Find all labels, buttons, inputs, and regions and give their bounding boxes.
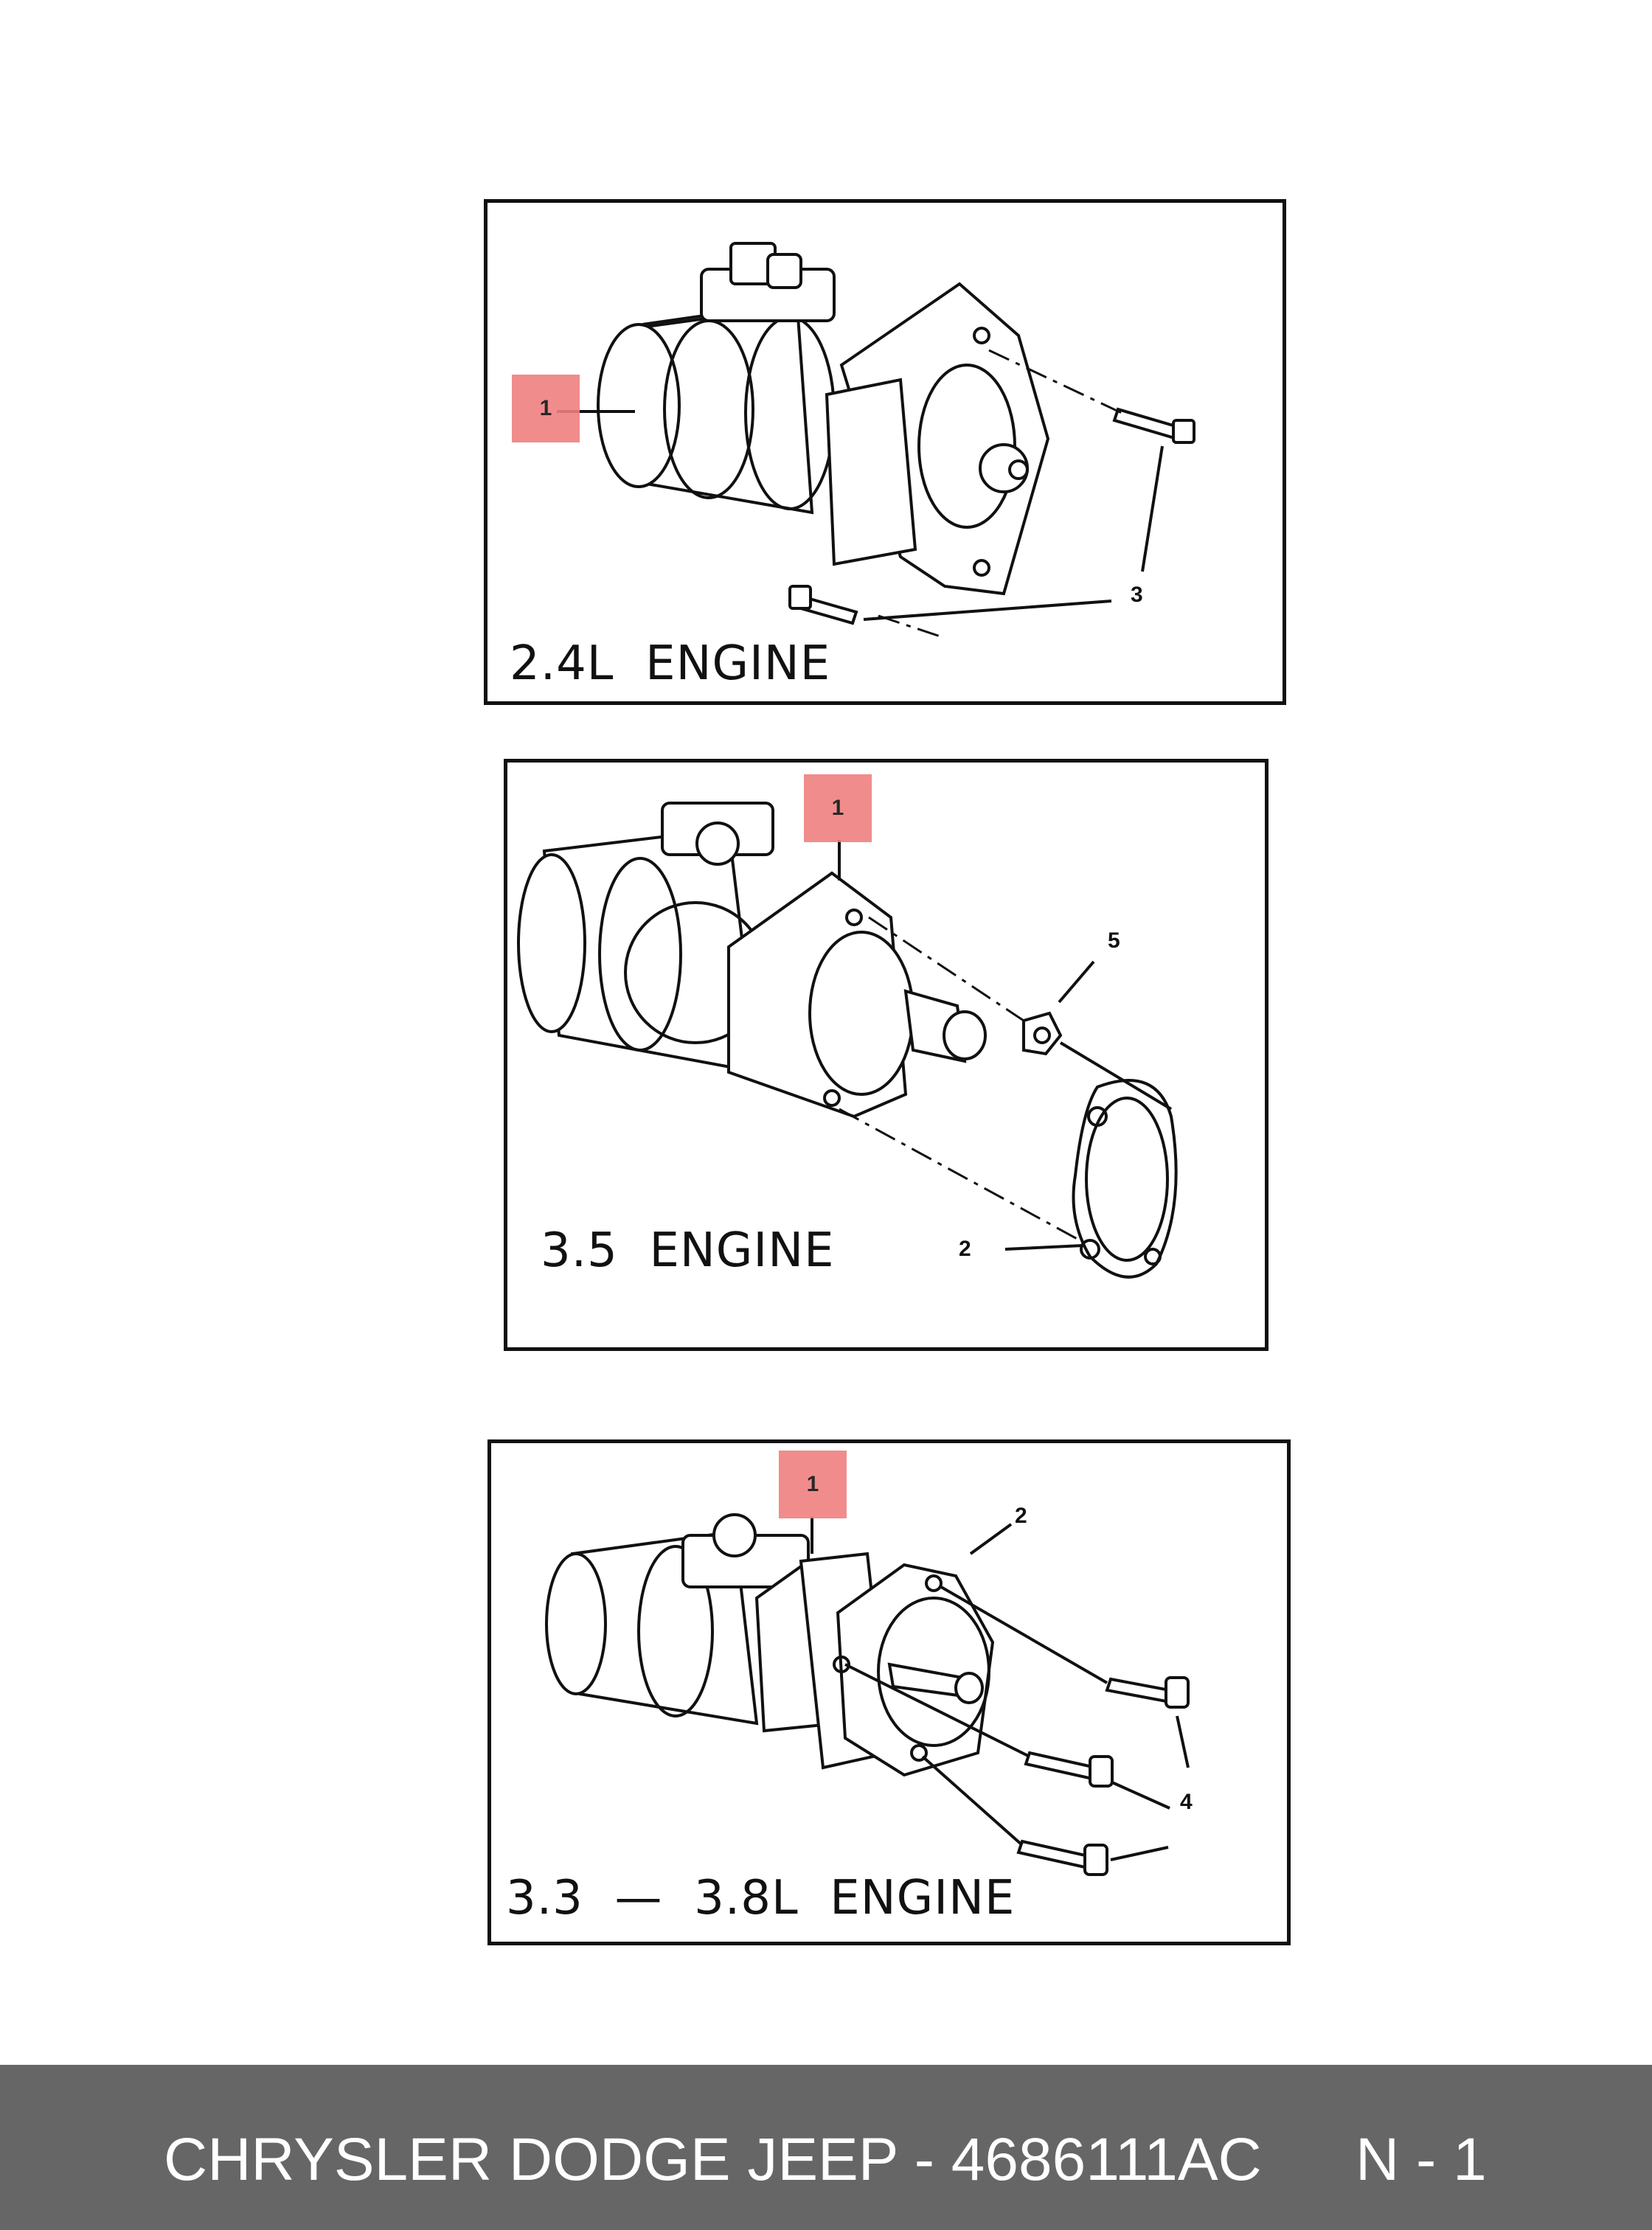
- footer-bar: CHRYSLER DODGE JEEP - 4686111AC N - 1: [0, 2065, 1652, 2230]
- footer-title: CHRYSLER DODGE JEEP - 4686111AC: [164, 2126, 1262, 2193]
- panel-caption: 3.5 ENGINE: [541, 1223, 835, 1278]
- callout-label: 4: [1180, 1790, 1193, 1814]
- callout-label: 1: [831, 796, 844, 820]
- panel-caption: 2.4L ENGINE: [510, 636, 831, 691]
- callout-label: 2: [959, 1237, 971, 1261]
- footer-page-number: N - 1: [1356, 2126, 1487, 2193]
- callout-label: 3: [1131, 583, 1143, 607]
- callout-1-highlight: 1: [804, 774, 872, 842]
- starter-illustration-3-5: [517, 802, 1178, 1279]
- panel-caption: 3.3 — 3.8L ENGINE: [506, 1871, 1016, 1925]
- diagram-panel-2-4l: 1 3 2.4L ENGINE: [484, 199, 1286, 705]
- callout-1-highlight: 1: [512, 375, 580, 442]
- starter-illustration-2-4l: [557, 242, 1195, 639]
- callout-1-highlight: 1: [779, 1451, 847, 1518]
- callout-label: 1: [539, 396, 552, 420]
- diagram-panel-3-5: 1 5 2 3.5 ENGINE: [504, 759, 1268, 1351]
- callout-label: 2: [1015, 1504, 1027, 1528]
- callout-label: 5: [1108, 928, 1120, 953]
- starter-illustration-3-3-3-8l: [545, 1513, 1190, 1876]
- diagram-panel-3-3-3-8l: 1 2 4 3.3 — 3.8L ENGINE: [487, 1439, 1291, 1945]
- callout-label: 1: [806, 1472, 819, 1496]
